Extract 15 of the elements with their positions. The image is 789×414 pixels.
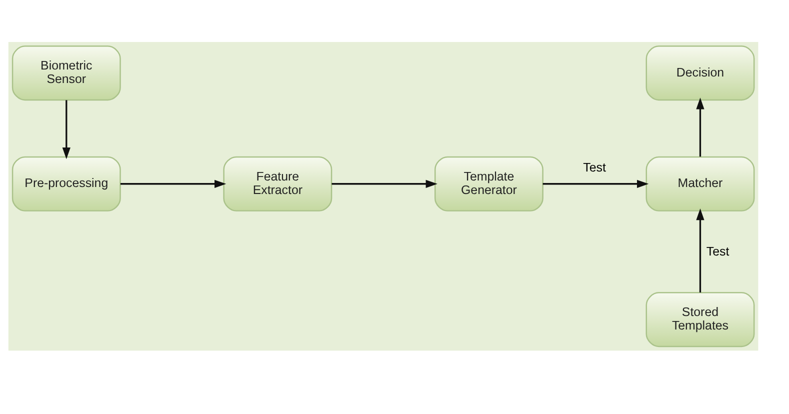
arrow bbox=[62, 100, 70, 159]
edge-label: Test bbox=[583, 160, 606, 174]
node-box: Matcher bbox=[646, 156, 755, 211]
node-box: Biometric Sensor bbox=[12, 45, 121, 100]
node-box: Feature Extractor bbox=[223, 156, 332, 211]
arrow bbox=[332, 179, 438, 188]
arrow bbox=[120, 179, 226, 188]
arrow bbox=[696, 97, 704, 156]
node-box: Decision bbox=[646, 45, 755, 100]
node-box: Template Generator bbox=[434, 156, 544, 211]
arrow bbox=[696, 208, 704, 292]
node-box: Pre-processing bbox=[12, 156, 121, 211]
arrow bbox=[542, 179, 649, 188]
edge-label: Test bbox=[706, 244, 730, 258]
node-box: Stored Templates bbox=[646, 292, 755, 347]
